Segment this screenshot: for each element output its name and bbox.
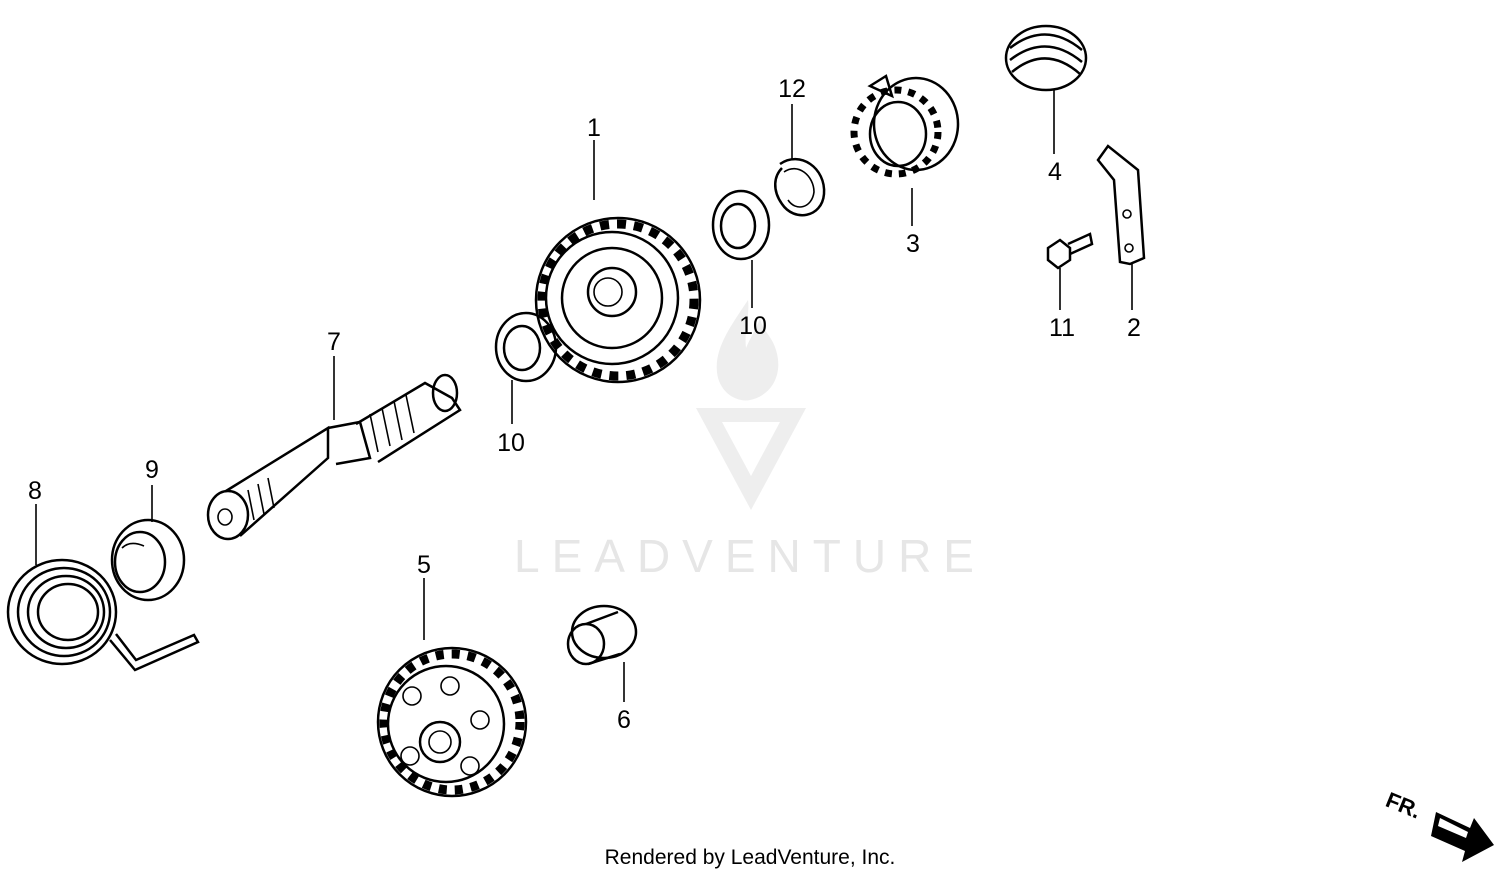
callout-2: 2 bbox=[1127, 314, 1141, 342]
callout-10-lower: 10 bbox=[497, 429, 525, 457]
v-logo-icon bbox=[696, 408, 806, 510]
part-10-washer-lower bbox=[494, 311, 558, 383]
callout-1: 1 bbox=[587, 114, 601, 142]
part-8-spring bbox=[6, 558, 200, 672]
callout-10-upper: 10 bbox=[739, 312, 767, 340]
callout-3: 3 bbox=[906, 230, 920, 258]
part-3-ratchet bbox=[850, 74, 960, 178]
callout-8: 8 bbox=[28, 477, 42, 505]
part-7-spindle bbox=[206, 373, 462, 541]
part-6-bushing bbox=[566, 604, 638, 666]
part-12-snap-ring bbox=[774, 157, 826, 217]
part-4-spring bbox=[1004, 24, 1088, 92]
leadventure-watermark: LEADVENTURE bbox=[514, 300, 986, 582]
part-11-bolt bbox=[1046, 232, 1094, 270]
callout-11: 11 bbox=[1049, 314, 1075, 342]
direction-label: FR. bbox=[1382, 787, 1424, 823]
render-credit: Rendered by LeadVenture, Inc. bbox=[605, 846, 896, 869]
callout-12: 12 bbox=[778, 75, 806, 103]
part-10-washer-upper bbox=[711, 189, 771, 261]
callout-5: 5 bbox=[417, 551, 431, 579]
part-1-gear bbox=[534, 216, 702, 384]
callout-9: 9 bbox=[145, 456, 159, 484]
watermark-brand: LEADVENTURE bbox=[514, 530, 986, 582]
callout-7: 7 bbox=[327, 328, 341, 356]
part-9-collar bbox=[110, 518, 186, 602]
arrow-right-down-icon bbox=[1431, 812, 1494, 862]
leader-lines bbox=[35, 90, 1133, 702]
callout-labels: 1 2 3 4 5 6 7 8 9 10 10 11 12 bbox=[28, 75, 1141, 734]
front-direction-indicator: FR. bbox=[1382, 787, 1494, 862]
part-5-gear bbox=[376, 646, 528, 798]
callout-6: 6 bbox=[617, 706, 631, 734]
callout-4: 4 bbox=[1048, 158, 1062, 186]
flame-icon bbox=[716, 300, 779, 401]
part-2-plate bbox=[1096, 144, 1146, 266]
